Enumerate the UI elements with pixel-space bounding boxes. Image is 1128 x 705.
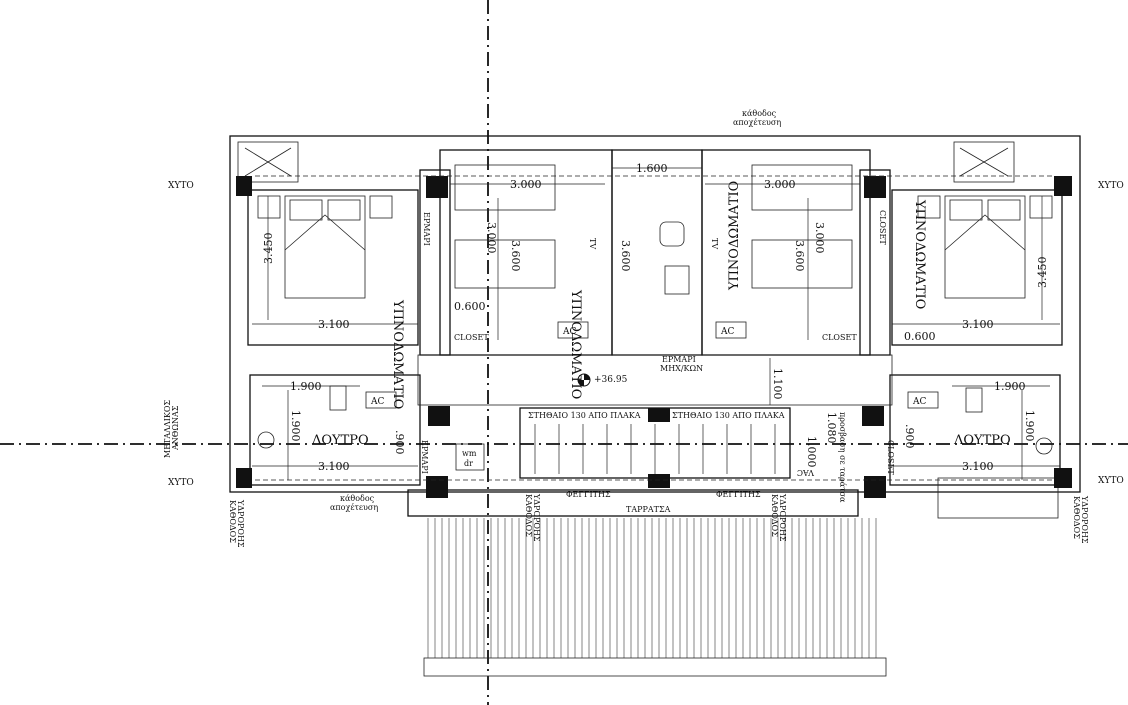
parapet-label-1: ΣΤΗΘΑΙΟ 130 ΑΠΟ ΠΛΑΚΑ (528, 411, 641, 420)
dim-3000-v2: 3.000 (813, 222, 826, 254)
dim-0900-2: .900 (903, 424, 916, 449)
dim-3600-3: 3.600 (793, 240, 806, 272)
ac-label-3: AC (370, 397, 384, 407)
rain-label-3a: ΚΑΘΟΔΟΣ (770, 494, 779, 537)
ermari-label-1: ΕΡΜΑΡΙ (422, 212, 431, 246)
terrace-label: ΤΑΡΡΑΤΣΑ (626, 505, 671, 514)
vertical-note: προσβαση σε ταράτσα (838, 412, 847, 503)
rain-label-3b: ΥΔΡΟΡΟΗΣ (778, 493, 787, 542)
closet-label-3: CLOSET (878, 210, 887, 245)
ac-units (365, 321, 939, 409)
ac-label-2: AC (720, 327, 734, 337)
dim-1080: 1.080 (825, 412, 838, 444)
tv-label-1: TV (588, 238, 597, 249)
bath-label-right: ΛΟΥΤΡΟ (953, 433, 1011, 448)
ac-label-1: AC (562, 327, 576, 337)
ermari-mech-label-1: ΕΡΜΑΡΙ (662, 355, 696, 364)
bath-fixtures (257, 221, 1053, 471)
dim-3000-v1: 3.000 (485, 222, 498, 254)
bedroom-label-1: ΥΠΝΟΔΩΜΑΤΙΟ (390, 299, 405, 409)
dim-1900-v2: 1.900 (1023, 410, 1036, 442)
rain-label-2b: ΥΔΡΟΡΟΗΣ (532, 493, 541, 542)
dim-3100-3: 3.100 (318, 460, 350, 473)
dim-3000-left: 3.000 (510, 178, 542, 191)
dr-label: dr (464, 459, 473, 468)
dim-1000: 1.000 (805, 436, 818, 468)
text-labels: ΥΠΝΟΔΩΜΑΤΙΟ ΥΠΝΟΔΩΜΑΤΙΟ ΥΠΝΟΔΩΜΑΤΙΟ ΥΠΝΟ… (163, 109, 1124, 548)
terrace-grating (427, 518, 877, 658)
closet-label-1: CLOSET (454, 333, 489, 342)
dim-3450-right: 3.450 (1036, 257, 1049, 289)
dim-0600-2: 0.600 (904, 330, 936, 343)
ac-label-4: AC (912, 397, 926, 407)
beds (257, 164, 1053, 299)
wm-label: wm (462, 449, 477, 458)
rain-label-4b: ΥΔΡΟΡΟΗΣ (1080, 495, 1089, 544)
dim-3600-2: 3.600 (619, 240, 632, 272)
skylight-label-1: ΦΕΓΓΙΤΗΣ (566, 490, 611, 499)
bedroom-label-4: ΥΠΝΟΔΩΜΑΤΙΟ (912, 199, 927, 309)
dim-0600-1: 0.600 (454, 300, 486, 313)
dim-3450-left: 3.450 (262, 233, 275, 265)
xyto-label-3: ΧΥΤΟ (1098, 181, 1124, 191)
dim-1100: 1.100 (771, 368, 784, 400)
dim-3100-4: 3.100 (962, 460, 994, 473)
xyto-label-1: ΧΥΤΟ (168, 181, 194, 191)
closet-label-4: CLOSET (886, 440, 895, 475)
rain-label-1b: ΥΔΡΟΡΟΗΣ (236, 499, 245, 548)
xyto-label-2: ΧΥΤΟ (168, 478, 194, 488)
bath-label-left: ΛΟΥΤΡΟ (311, 433, 369, 448)
kathodos-bottom-1: κάθοδος (340, 494, 375, 503)
vac-label: VAC (797, 468, 815, 477)
kathodos-top-2: αποχέτευση (733, 118, 781, 127)
stair-treads (534, 424, 776, 474)
dim-1900-h1: 1.900 (290, 380, 322, 393)
ermari-mech-label-2: ΜΗΧ/ΚΩΝ (660, 364, 703, 373)
kathodos-top-1: κάθοδος (742, 109, 777, 118)
dim-0900-1: .900 (393, 430, 406, 455)
dimension-lines (252, 167, 1060, 481)
dim-3600-1: 3.600 (509, 240, 522, 272)
metal-label-1: ΜΕΤΑΛΛΙΚΟΣ (163, 400, 172, 458)
rain-label-4a: ΚΑΘΟΔΟΣ (1072, 496, 1081, 539)
rain-label-1a: ΚΑΘΟΔΟΣ (228, 500, 237, 543)
xyto-label-4: ΧΥΤΟ (1098, 476, 1124, 486)
ermari-label-2: ΕΡΜΑΡΙ (420, 440, 429, 474)
parapet-label-2: ΣΤΗΘΑΙΟ 130 ΑΠΟ ΠΛΑΚΑ (672, 411, 785, 420)
dim-1900-h2: 1.900 (994, 380, 1026, 393)
dim-3100-2: 3.100 (962, 318, 994, 331)
rain-label-2a: ΚΑΘΟΔΟΣ (524, 494, 533, 537)
bedroom-label-2: ΥΠΝΟΔΩΜΑΤΙΟ (568, 289, 583, 399)
columns (236, 176, 1072, 498)
level-marker (577, 373, 591, 387)
bedroom-label-3: ΥΠΝΟΔΩΜΑΤΙΟ (727, 181, 742, 291)
dim-1600: 1.600 (636, 162, 668, 175)
dim-3100-1: 3.100 (318, 318, 350, 331)
kathodos-bottom-2: αποχέτευση (330, 503, 378, 512)
dim-3000-right: 3.000 (764, 178, 796, 191)
level-label: +36.95 (594, 375, 628, 385)
skylight-label-2: ΦΕΓΓΙΤΗΣ (716, 490, 761, 499)
dim-1900-v1: 1.900 (289, 410, 302, 442)
metal-label-2: ΑΝΘΩΝΑΣ (171, 405, 180, 451)
building-outline (229, 135, 1081, 519)
terrace-edge (423, 657, 887, 677)
closet-label-2: CLOSET (822, 333, 857, 342)
tv-label-2: TV (710, 238, 719, 249)
